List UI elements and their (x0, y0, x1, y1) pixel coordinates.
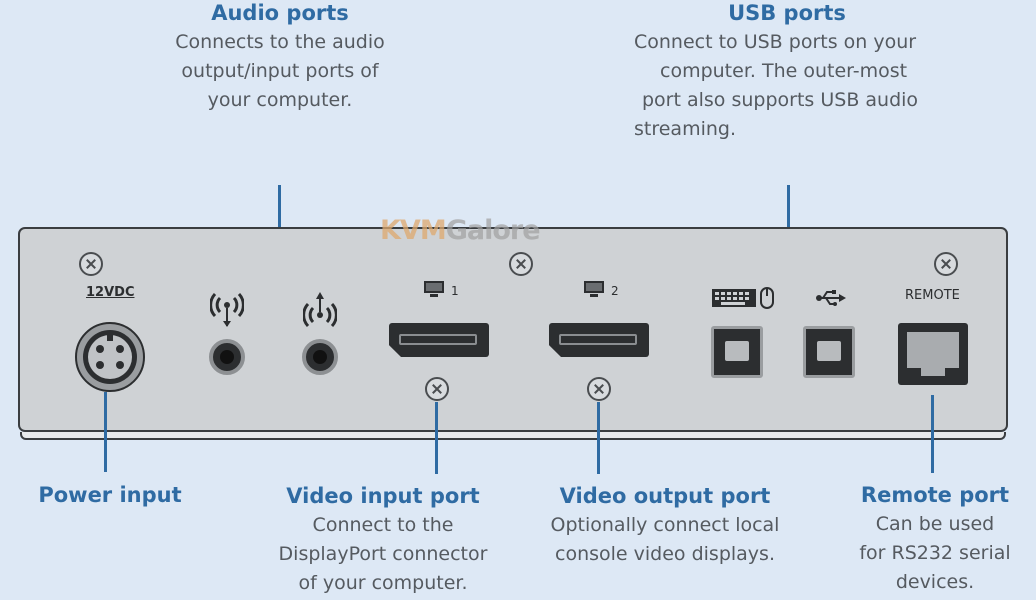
audio-ports-line: output/input ports of (181, 60, 379, 82)
video-input-leader (435, 402, 438, 474)
audio-ports-title: Audio ports (211, 1, 349, 25)
video-output-title: Video output port (559, 484, 771, 508)
power-connector-icon (74, 321, 146, 393)
audio-ports-callout: Audio ports Connects to the audio output… (150, 0, 410, 115)
video-input-line: Connect to the (312, 514, 454, 536)
watermark-galore: Galore (445, 215, 541, 246)
remote-port-line: for RS232 serial (859, 542, 1011, 564)
audio-ports-description: Connects to the audio output/input ports… (150, 28, 410, 115)
usb-ports-callout: USB ports Connect to USB ports on your c… (622, 0, 952, 144)
usb-ports-line: streaming. (634, 118, 737, 140)
video-output-port (549, 323, 649, 357)
monitor-icon (583, 280, 605, 298)
power-leader (104, 392, 107, 472)
keyboard-icon (711, 288, 757, 308)
video-output-line: Optionally connect local (550, 514, 780, 536)
monitor-icon (423, 280, 445, 298)
video-output-leader (597, 402, 600, 474)
usb-ports-line: Connect to USB ports on your (634, 31, 917, 53)
power-input-title: Power input (38, 483, 182, 507)
remote-port-title: Remote port (860, 483, 1010, 507)
usb-ports-line: computer. The outer-most (660, 60, 908, 82)
video-input-port (389, 323, 489, 357)
video-output-description: Optionally connect local console video d… (530, 511, 800, 569)
remote-port (897, 322, 969, 386)
audio-out-icon (209, 292, 245, 329)
video-port-1-number: 1 (451, 284, 459, 298)
device-rear-panel: KVMGalore 12VDC (18, 215, 1008, 432)
usb-port-1 (711, 326, 763, 378)
video-output-line: console video displays. (555, 543, 775, 565)
remote-label: REMOTE (905, 288, 960, 303)
audio-input-jack (302, 339, 338, 375)
remote-port-description: Can be used for RS232 serial devices. (845, 510, 1025, 597)
video-input-callout: Video input port Connect to the DisplayP… (263, 483, 503, 598)
power-label-text: 12VDC (86, 285, 135, 300)
remote-port-callout: Remote port Can be used for RS232 serial… (845, 482, 1025, 597)
video-input-title: Video input port (286, 484, 480, 508)
video-input-description: Connect to the DisplayPort connector of … (263, 511, 503, 598)
usb-icon (815, 289, 847, 307)
screw-icon (79, 252, 103, 276)
screw-icon (509, 252, 533, 276)
video-output-callout: Video output port Optionally connect loc… (530, 483, 800, 569)
video-port-2-number: 2 (611, 284, 619, 298)
panel-base (20, 432, 1006, 440)
usb-ports-title: USB ports (728, 1, 846, 25)
screw-icon (934, 252, 958, 276)
usb-ports-line: port also supports USB audio (642, 89, 919, 111)
power-label: 12VDC (86, 285, 134, 300)
screw-icon (425, 377, 449, 401)
audio-output-jack (209, 339, 245, 375)
remote-port-line: Can be used (875, 513, 995, 535)
screw-icon (587, 377, 611, 401)
remote-port-line: devices. (895, 571, 975, 593)
watermark: KVMGalore (380, 215, 541, 246)
audio-ports-line: Connects to the audio (175, 31, 385, 53)
mouse-icon (760, 287, 774, 309)
watermark-kvm: KVM (380, 215, 447, 246)
video-input-line: of your computer. (298, 572, 468, 594)
usb-ports-description: Connect to USB ports on your computer. T… (622, 28, 952, 144)
audio-in-icon (302, 291, 338, 328)
power-input-callout: Power input (20, 482, 200, 508)
usb-port-2 (803, 326, 855, 378)
remote-leader (931, 395, 934, 473)
video-input-line: DisplayPort connector (278, 543, 488, 565)
audio-ports-line: your computer. (207, 89, 353, 111)
